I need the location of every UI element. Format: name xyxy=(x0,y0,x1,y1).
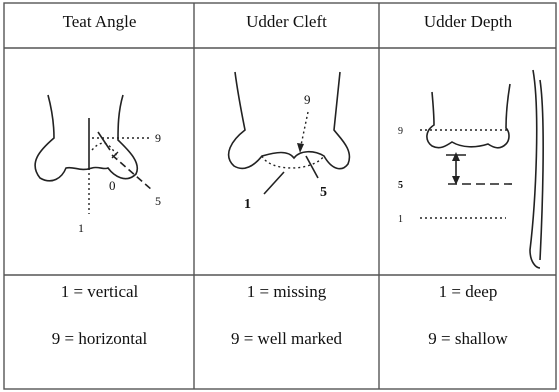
udder-cleft-legend-high: 9 = well marked xyxy=(230,329,343,348)
header-udder-depth: Udder Depth xyxy=(423,12,513,31)
udder-cleft-legend-low: 1 = missing xyxy=(246,282,327,301)
udder-cleft-label-5: 5 xyxy=(320,185,327,200)
teat-angle-label-5: 5 xyxy=(155,194,161,208)
header-teat-angle: Teat Angle xyxy=(62,12,137,31)
teat-angle-label-9: 9 xyxy=(155,131,161,145)
header-udder-cleft: Udder Cleft xyxy=(246,12,327,31)
udder-depth-label-9: 9 xyxy=(398,126,403,137)
udder-depth-legend-low: 1 = deep xyxy=(438,282,498,301)
teat-angle-diagram xyxy=(34,94,153,214)
udder-depth-label-5: 5 xyxy=(398,180,403,191)
udder-cleft-diagram xyxy=(227,71,351,195)
udder-depth-diagram xyxy=(420,69,544,269)
udder-cleft-label-1: 1 xyxy=(244,197,251,212)
udder-depth-legend-high: 9 = shallow xyxy=(428,329,508,348)
udder-cleft-label-9: 9 xyxy=(304,92,311,107)
teat-angle-legend-low: 1 = vertical xyxy=(60,282,139,301)
udder-depth-label-1: 1 xyxy=(398,214,403,225)
teat-angle-label-0: 0 xyxy=(109,178,116,193)
teat-angle-legend-high: 9 = horizontal xyxy=(51,329,148,348)
teat-angle-label-1: 1 xyxy=(78,221,84,235)
